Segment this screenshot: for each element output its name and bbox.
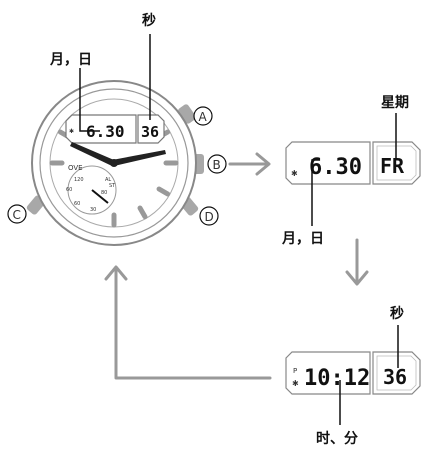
pusher-a[interactable]: [177, 103, 197, 125]
minute-hand: [112, 150, 166, 166]
time-panel-pm-indicator: P: [293, 367, 297, 375]
arrow-right: [228, 152, 271, 176]
subdial-label-120: 120: [74, 177, 84, 183]
hour-marker: [156, 186, 171, 197]
button-a-label: A: [193, 106, 213, 126]
arrow-loop-back: [104, 265, 272, 380]
time-panel-time: 10:12: [304, 366, 370, 391]
callout-line-month-day: [79, 68, 100, 132]
watch-lcd-seconds: 36: [141, 123, 159, 141]
watch-bluetooth-icon: ✱: [69, 128, 74, 135]
date-panel-date: 6.30: [309, 155, 362, 180]
hour-marker: [137, 205, 148, 220]
date-panel-callout-month-day: 月，日: [281, 231, 324, 247]
date-display-panel: ✱ 6.30 FR 星期 月，日: [281, 95, 421, 247]
flow-arrows: [104, 152, 369, 380]
date-panel-callout-weekday: 星期: [381, 95, 409, 111]
subdial-hand: [91, 189, 109, 204]
arrow-down: [345, 238, 369, 286]
watch-callout-seconds: 秒: [142, 12, 156, 29]
subdial-label-80: 80: [101, 190, 107, 196]
button-b-label: B: [207, 154, 227, 174]
subdial-label-60-bottom: 60: [74, 201, 80, 207]
watch-lcd: ✱ 6.30 36: [65, 114, 165, 144]
button-d-label: D: [199, 206, 219, 226]
watch-lcd-date: 6.30: [86, 122, 125, 141]
subdial-label-60-left: 60: [66, 187, 72, 193]
date-panel-weekday: FR: [380, 154, 405, 178]
hand-pivot: [110, 159, 118, 167]
subdial-label-al: AL: [105, 177, 111, 183]
svg-text:A: A: [199, 110, 208, 124]
svg-text:D: D: [205, 210, 214, 224]
time-panel-bluetooth-icon: ✱: [292, 379, 299, 388]
time-panel-seconds: 36: [383, 365, 407, 389]
time-panel-callout-time: 时、分: [316, 430, 358, 447]
time-display-panel: P ✱ 10:12 36 秒 时、分: [285, 305, 421, 447]
watch-illustration: ✱ 6.30 36 OVE 120 60 60 30 AL ST 80 月，日 …: [7, 12, 227, 246]
watch-subdial: OVE 120 60 60 30 AL ST 80: [66, 164, 117, 215]
watch-callout-month-day: 月，日: [49, 52, 92, 68]
hour-hand: [70, 142, 114, 166]
button-c-label: C: [7, 204, 27, 224]
subdial-label-st: ST: [109, 183, 116, 189]
time-panel-callout-seconds: 秒: [390, 305, 404, 322]
svg-text:B: B: [213, 158, 221, 172]
callout-line-month-day-panel: [311, 159, 320, 226]
subdial-label-ove: OVE: [68, 164, 83, 172]
subdial-label-30: 30: [90, 207, 96, 213]
svg-text:C: C: [13, 208, 21, 222]
date-panel-bluetooth-icon: ✱: [291, 169, 298, 178]
